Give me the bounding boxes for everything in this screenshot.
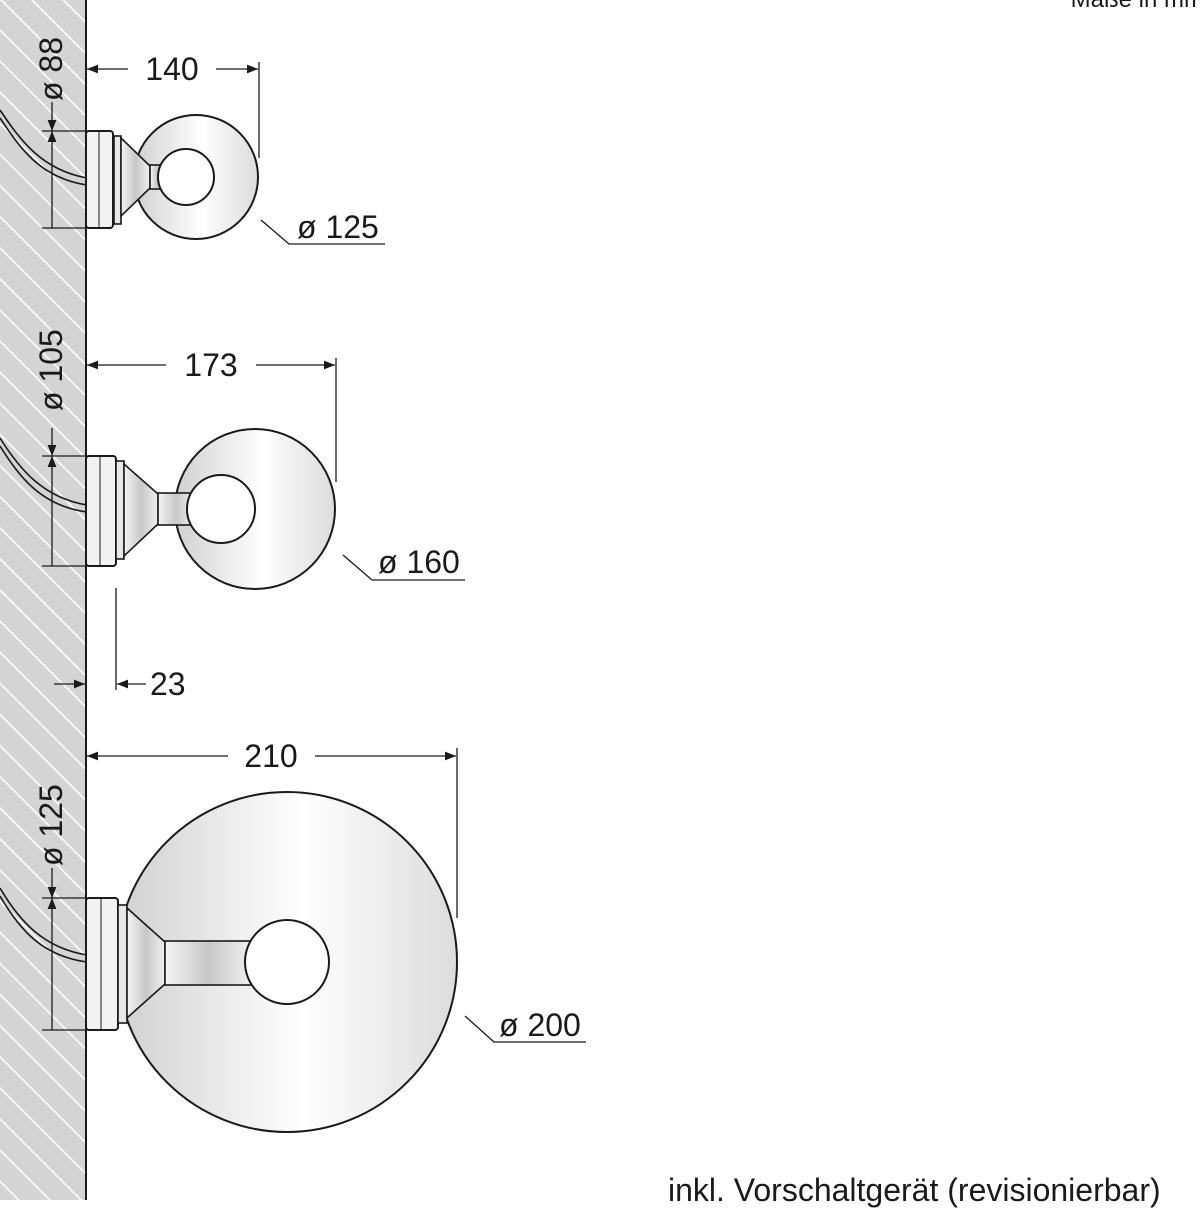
wall-base	[85, 897, 119, 1031]
base-diameter-label: ø 88	[33, 37, 69, 101]
globe-diameter-leader: ø 200	[464, 1007, 586, 1043]
base-diameter-dimension: ø 88	[33, 37, 86, 229]
depth-label: 140	[145, 51, 198, 87]
depth-dimension: 173	[87, 347, 337, 482]
depth-dimension: 210	[87, 738, 458, 918]
footer-note: inkl. Vorschaltgerät (revisionierbar)	[668, 1172, 1161, 1208]
base-ring	[115, 460, 125, 560]
globe-diameter-label: ø 200	[499, 1007, 581, 1043]
base-diameter-label: ø 125	[33, 784, 69, 866]
globe-diameter-leader: ø 125	[260, 209, 385, 245]
globe-diameter-label: ø 160	[378, 544, 460, 580]
base-diameter-label: ø 105	[33, 329, 69, 411]
lamp-2: ø 105 173 ø 160 23	[0, 329, 465, 702]
units-note: Maße in mm	[1071, 0, 1200, 14]
power-cable	[0, 887, 88, 956]
holder-cone	[123, 462, 159, 558]
base-diameter-dimension: ø 105	[33, 329, 86, 567]
base-ring	[113, 135, 122, 225]
base-ring	[117, 904, 128, 1024]
power-cable	[0, 437, 88, 506]
bulb	[157, 148, 215, 206]
globe-diameter-label: ø 125	[297, 209, 379, 245]
lamp-3: ø 125 210 ø 200	[0, 738, 586, 1133]
offset-dimension: 23	[54, 588, 186, 702]
depth-label: 210	[244, 738, 297, 774]
offset-label: 23	[150, 666, 186, 702]
wall-hatching	[0, 0, 85, 1200]
globe-diameter-leader: ø 160	[342, 544, 465, 581]
depth-label: 173	[184, 347, 237, 383]
lamp-1: ø 88 140 ø 125	[0, 37, 385, 245]
wall-base	[85, 455, 117, 567]
power-cable	[0, 109, 88, 179]
base-diameter-dimension: ø 125	[33, 784, 86, 1031]
depth-dimension: 140	[87, 51, 260, 158]
holder-neck	[164, 940, 252, 986]
bulb	[186, 474, 256, 544]
bulb	[244, 919, 330, 1005]
wall-section	[0, 0, 87, 1200]
